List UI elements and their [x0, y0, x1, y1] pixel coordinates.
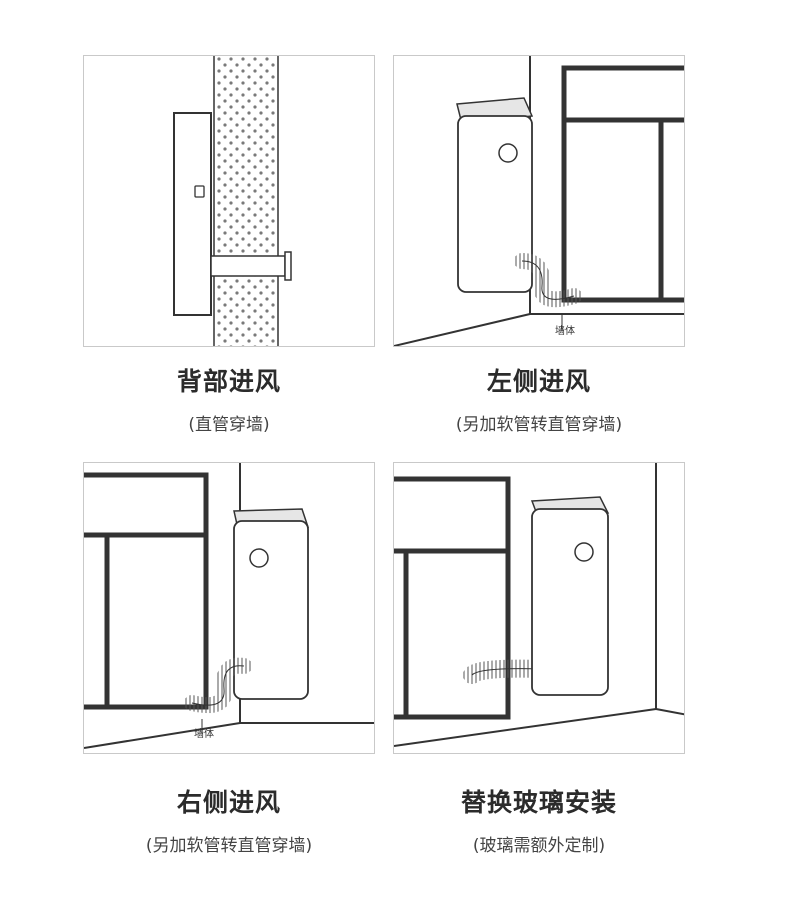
option-title: 右侧进风: [176, 788, 281, 817]
window-frame: [84, 472, 209, 710]
device-indicator: [194, 185, 205, 198]
glass-replacement-caption: 替换玻璃安装 (玻璃需额外定制): [389, 783, 689, 856]
window-frame: [394, 476, 511, 720]
device-unit: [531, 508, 609, 696]
pipe-cap: [284, 251, 292, 281]
left-intake-illustration: 墙体: [393, 55, 685, 347]
right-intake-caption: 右侧进风 (另加软管转直管穿墙): [79, 783, 379, 856]
device-unit: [173, 112, 212, 316]
back-intake-illustration: [83, 55, 375, 347]
option-title: 左侧进风: [486, 367, 591, 396]
wall-label: 墙体: [555, 324, 575, 337]
device-dial: [574, 542, 594, 562]
device-dial: [498, 143, 518, 163]
option-subtitle: (另加软管转直管穿墙): [145, 836, 313, 856]
window-frame: [561, 65, 684, 303]
device-unit: [233, 520, 309, 700]
back-intake-caption: 背部进风 (直管穿墙): [79, 362, 379, 435]
option-subtitle: (玻璃需额外定制): [472, 836, 606, 856]
glass-replacement-illustration: [393, 462, 685, 754]
device-dial: [249, 548, 269, 568]
wall-label: 墙体: [194, 727, 214, 740]
right-intake-illustration: 墙体: [83, 462, 375, 754]
option-subtitle: (另加软管转直管穿墙): [455, 415, 623, 435]
left-intake-caption: 左侧进风 (另加软管转直管穿墙): [389, 362, 689, 435]
wall-cross-section: [213, 56, 279, 346]
option-title: 背部进风: [176, 367, 281, 396]
straight-pipe: [210, 255, 286, 277]
option-title: 替换玻璃安装: [460, 788, 617, 817]
option-subtitle: (直管穿墙): [188, 415, 270, 435]
